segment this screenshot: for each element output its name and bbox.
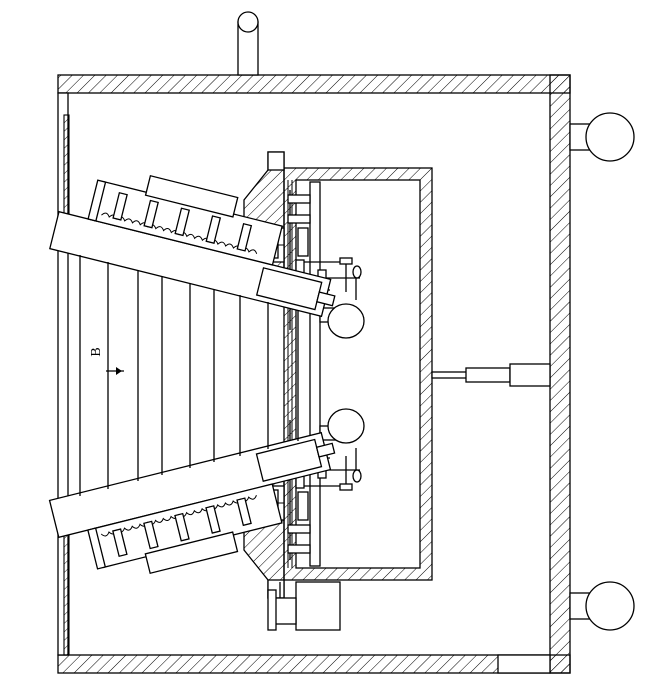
section-arrow-icon — [116, 367, 122, 375]
housing — [57, 74, 571, 674]
conveyor-lower — [48, 431, 336, 575]
vent-pipe — [237, 11, 259, 76]
motor-lower — [319, 408, 365, 444]
roller-upper — [569, 112, 635, 162]
drain-slot — [497, 654, 551, 674]
section-marker: B — [89, 347, 124, 375]
support-rod — [431, 363, 551, 387]
section-label: B — [89, 347, 104, 356]
housing-bottom-wall — [57, 654, 571, 674]
pump-unit — [267, 581, 341, 631]
conveyor-upper — [49, 174, 336, 318]
inner-chamber — [283, 167, 433, 581]
roller-lower — [569, 581, 635, 631]
motor-upper — [319, 303, 365, 339]
filter-wires — [79, 255, 299, 496]
left-liner-lower — [63, 529, 70, 656]
housing-right-wall — [549, 74, 571, 674]
housing-left-wall — [57, 92, 69, 656]
housing-top-wall — [57, 74, 571, 94]
